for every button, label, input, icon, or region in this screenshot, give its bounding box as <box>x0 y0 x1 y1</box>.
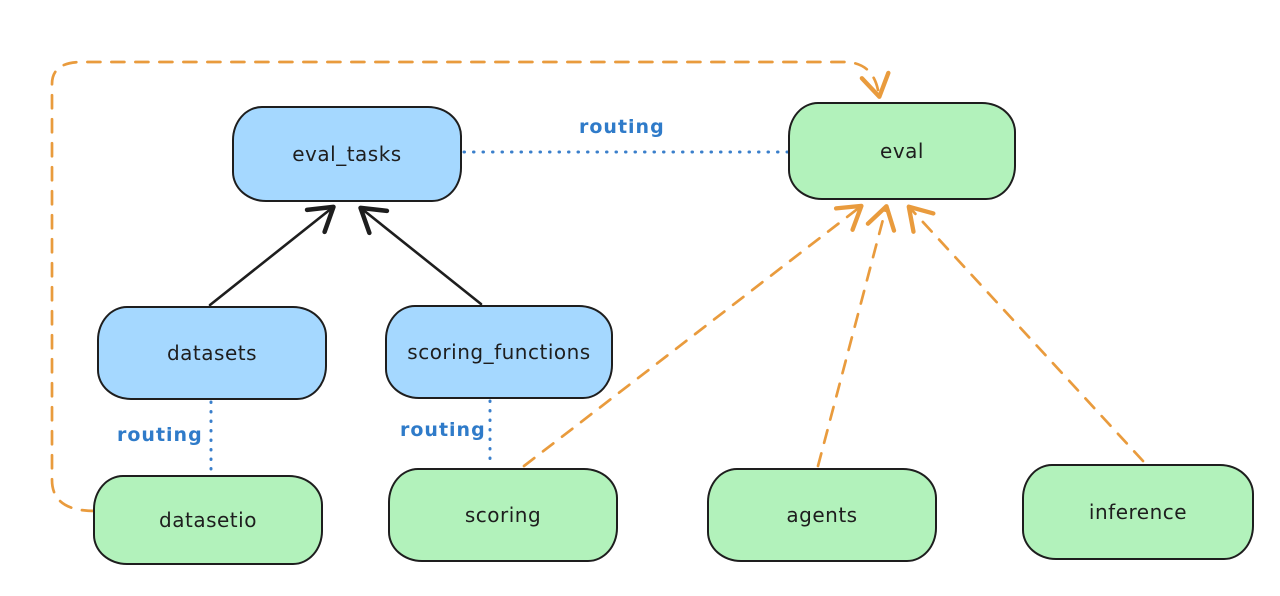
node-datasets-label: datasets <box>166 341 258 365</box>
edge-inference-to-eval <box>906 204 1145 463</box>
node-scoring-functions-label: scoring_functions <box>407 340 591 364</box>
edge-scoring-to-eval <box>522 203 864 468</box>
edge-scoring_functions-to-eval_tasks <box>358 205 483 306</box>
node-eval-label: eval <box>880 139 924 163</box>
node-datasets: datasets <box>97 306 327 400</box>
node-eval-tasks: eval_tasks <box>232 106 462 202</box>
edge-datasetio-to-eval <box>50 60 891 513</box>
node-inference-label: inference <box>1088 500 1188 524</box>
routing-label-scoring_functions-scoring: routing <box>400 419 486 441</box>
node-agents: agents <box>707 468 937 562</box>
node-datasetio: datasetio <box>93 475 323 565</box>
node-eval: eval <box>788 102 1016 200</box>
node-inference: inference <box>1022 464 1254 560</box>
routing-label-datasets-datasetio: routing <box>117 424 203 446</box>
edge-agents-to-eval <box>816 204 897 468</box>
node-datasetio-label: datasetio <box>159 508 257 532</box>
node-eval-tasks-label: eval_tasks <box>292 142 402 166</box>
node-scoring-label: scoring <box>464 503 542 527</box>
node-agents-label: agents <box>786 503 858 527</box>
node-scoring-functions: scoring_functions <box>385 305 613 399</box>
routing-label-eval_tasks-eval: routing <box>579 116 665 138</box>
edge-datasets-to-eval_tasks <box>208 204 336 307</box>
node-scoring: scoring <box>388 468 618 562</box>
